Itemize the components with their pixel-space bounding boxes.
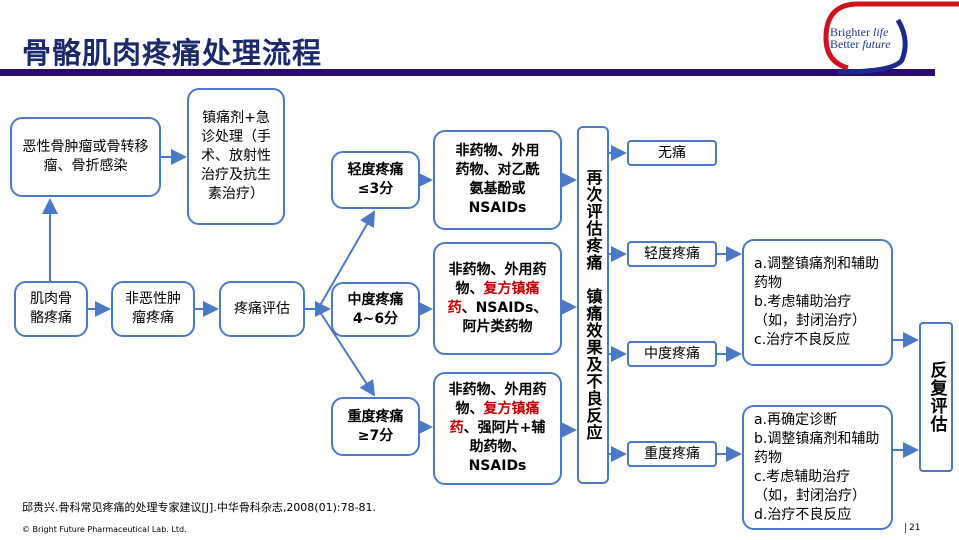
severity-score: 4~6分	[352, 310, 399, 327]
drug-moderate-node: 非药物、外用药物、复方镇痛药、NSAIDs、阿片类药物	[433, 242, 562, 355]
drug-highlight: 复方镇痛药	[447, 280, 540, 316]
outcome-severe: 重度疼痛	[627, 441, 717, 467]
severity-score: ≤3分	[357, 181, 394, 197]
copyright: © Bright Future Pharmaceutical Lab. Ltd.	[22, 525, 187, 534]
severity-label: 中度疼痛	[347, 291, 404, 308]
logo-text: Better	[830, 37, 860, 51]
outcome-none: 无痛	[627, 140, 717, 166]
severity-label: 重度疼痛	[347, 408, 404, 425]
action-item: c.考虑辅助治疗（如，封闭治疗）	[754, 468, 866, 504]
action-item: a.再确定诊断	[754, 411, 838, 428]
logo-text: future	[862, 37, 891, 51]
page-number: 21	[905, 523, 920, 533]
reassess-label: 再次评估疼痛 镇痛效果及不良反应	[583, 169, 603, 441]
title-divider	[0, 69, 935, 76]
drug-text: 、强阿片+辅助药物、NSAIDs	[463, 420, 546, 474]
emergency-node: 镇痛剂+急诊处理（手术、放射性治疗及抗生素治疗）	[187, 88, 285, 225]
msk-pain-node: 肌肉骨骼疼痛	[14, 281, 88, 337]
drug-text: 非药物、外用药物、	[448, 382, 547, 417]
moderate-pain-node: 中度疼痛 4~6分	[331, 282, 420, 337]
action-item: d.治疗不良反应	[754, 506, 852, 523]
page-title: 骨骼肌肉疼痛处理流程	[22, 36, 323, 70]
logo-text: life	[873, 25, 889, 39]
drug-mild-node: 非药物、外用药物、对乙酰氨基酚或NSAIDs	[433, 130, 562, 230]
malignant-node: 恶性骨肿瘤或骨转移瘤、骨折感染	[10, 117, 161, 197]
repeat-label: 反复评估	[926, 361, 947, 433]
action-box-1: a.调整镇痛剂和辅助药物 b.考虑辅助治疗（如，封闭治疗） c.治疗不良反应	[742, 239, 893, 366]
drug-highlight: 复方镇痛药	[449, 401, 540, 436]
non-malignant-node: 非恶性肿瘤疼痛	[111, 281, 195, 337]
assessment-node: 疼痛评估	[219, 281, 305, 337]
action-item: b.考虑辅助治疗（如，封闭治疗）	[754, 294, 866, 329]
action-item: a.调整镇痛剂和辅助药物	[754, 256, 880, 291]
mild-pain-node: 轻度疼痛 ≤3分	[331, 151, 420, 209]
reassess-node: 再次评估疼痛 镇痛效果及不良反应	[577, 126, 609, 484]
severity-score: ≥7分	[357, 427, 394, 444]
drug-text: 非药物、外用药物、	[448, 261, 547, 297]
drug-text: 、NSAIDs、阿片类药物	[461, 299, 548, 335]
severe-pain-node: 重度疼痛 ≥7分	[331, 397, 420, 456]
logo-text: Brighter	[830, 25, 870, 39]
action-item: b.调整镇痛剂和辅助药物	[754, 430, 880, 466]
action-item: c.治疗不良反应	[754, 332, 851, 348]
reference: 邱贵兴.骨科常见疼痛的处理专家建议[J].中华骨科杂志,2008(01):78-…	[22, 501, 377, 514]
outcome-mild: 轻度疼痛	[627, 241, 717, 267]
outcome-moderate: 中度疼痛	[627, 341, 717, 367]
action-box-2: a.再确定诊断 b.调整镇痛剂和辅助药物 c.考虑辅助治疗（如，封闭治疗） d.…	[742, 405, 893, 530]
severity-label: 轻度疼痛	[347, 162, 404, 178]
repeat-assessment-node: 反复评估	[919, 322, 953, 472]
drug-severe-node: 非药物、外用药物、复方镇痛药、强阿片+辅助药物、NSAIDs	[433, 372, 562, 485]
